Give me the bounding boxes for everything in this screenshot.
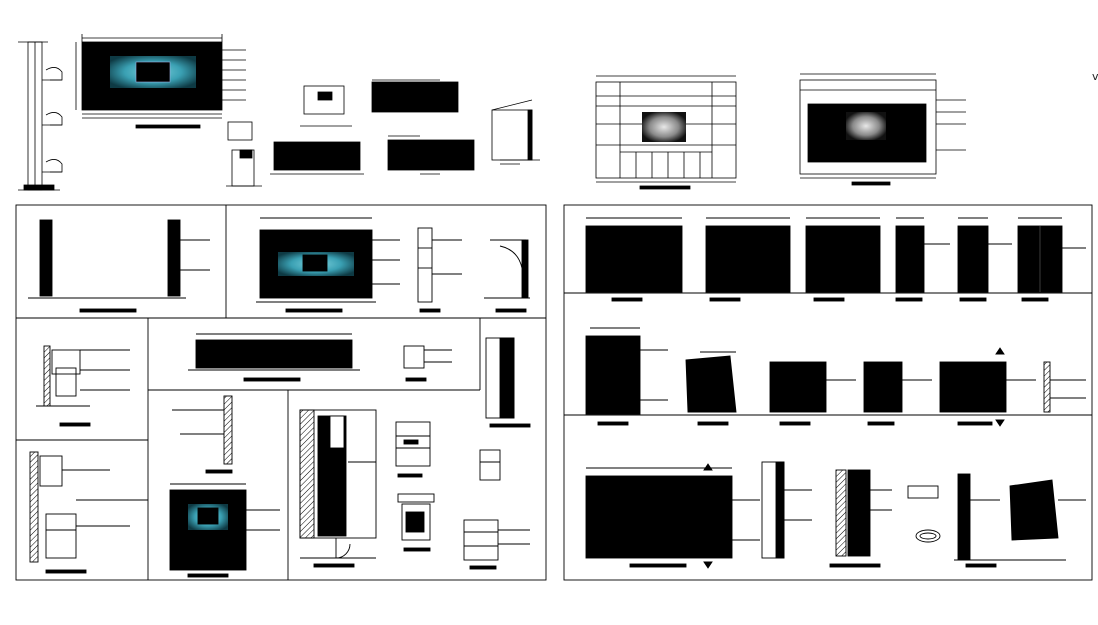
- side-elevation-with-chairs: [18, 41, 63, 191]
- left-sheet: [15, 204, 547, 581]
- wall-panel-row-2: [585, 327, 1086, 427]
- right-sheet: [563, 204, 1093, 581]
- wall-panel-row-3: [585, 461, 1086, 569]
- wall-panel-row-1: [585, 217, 1086, 302]
- top-row-drawings: [18, 34, 966, 191]
- cabinet-details-small: [226, 79, 540, 187]
- feature-wall-elevation: [799, 73, 966, 186]
- watermark-mark: v: [1092, 70, 1098, 83]
- cabinet-grid-elevation: [595, 75, 737, 190]
- reception-elevation-top: [75, 34, 246, 129]
